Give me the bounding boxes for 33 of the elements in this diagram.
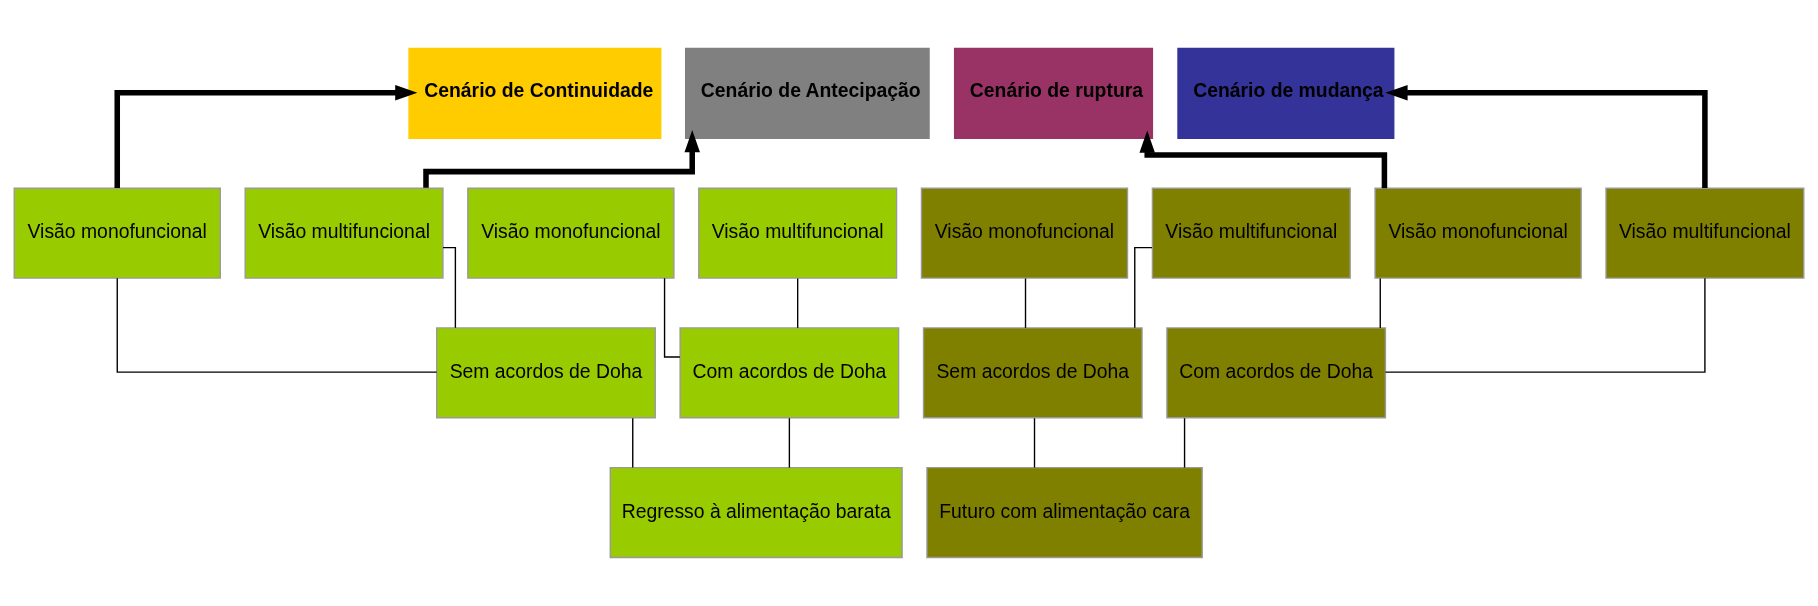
arrow [114,85,418,188]
node-box: Visão monofuncional [13,187,221,279]
connector [788,417,791,469]
connector [1033,417,1036,469]
connector [1379,277,1381,329]
node-box: Visão multifuncional [244,187,444,279]
connector [116,277,438,373]
node-box: Visão multifuncional [698,187,898,279]
node-box: Com acordos de Doha [679,327,900,419]
node-box: Cenário de ruptura [953,47,1154,140]
node-box: Cenário de Antecipação [684,47,930,140]
connector [796,277,799,329]
node-box: Cenário de mudança [1177,47,1395,140]
arrow [1385,85,1708,188]
node-box: Futuro com alimentação cara [926,466,1203,559]
node-box: Visão monofuncional [467,187,675,279]
node-box: Visão multifuncional [1605,187,1805,279]
arrow [423,130,700,188]
node-box: Com acordos de Doha [1166,327,1387,419]
connector [1183,417,1186,469]
node-box: Sem acordos de Doha [922,327,1143,419]
node-box: Regresso à alimentação barata [609,466,903,559]
node-box: Visão monofuncional [1374,187,1582,279]
connector [442,247,457,329]
node-box: Cenário de Continuidade [408,47,662,140]
connector [663,277,681,358]
connector [632,417,634,469]
connector [1024,277,1027,329]
connector [1134,247,1153,329]
connector [1384,277,1706,373]
node-box: Visão monofuncional [920,187,1129,279]
node-box: Sem acordos de Doha [436,327,656,419]
node-box: Visão multifuncional [1151,187,1351,279]
